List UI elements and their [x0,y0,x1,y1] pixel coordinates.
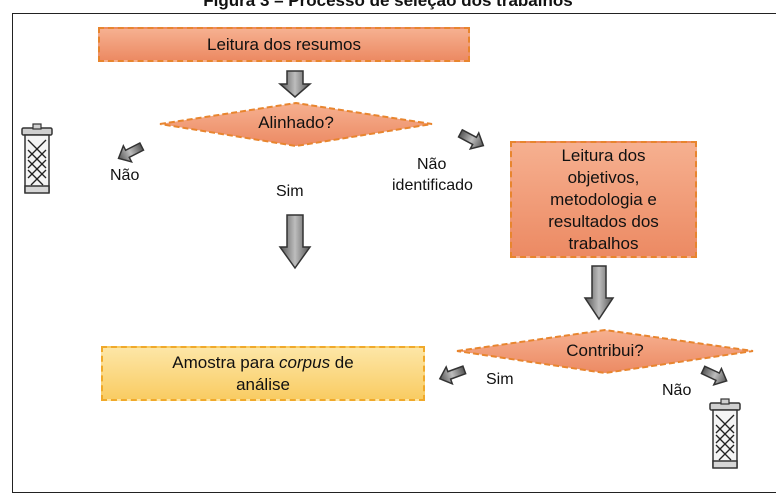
contribui-label: Contribui? [566,341,644,360]
arrow-left-nao [117,141,145,163]
trash-can-icon [709,398,741,469]
amostra-corpus-box: Amostra para corpus de análise [101,346,425,401]
leitura-objetivos-line-3: metodologia e [550,189,657,209]
trash-can-icon [21,123,53,194]
leitura-objetivos-box: Leitura dos objetivos, metodologia e res… [510,141,697,258]
amostra-line-1: Amostra para corpus de [172,352,353,374]
nao-identificado-label-1: Não [417,156,447,173]
diagram-shapes [21,70,754,469]
arrow-down-1 [277,70,313,98]
leitura-objetivos-line-5: trabalhos [568,233,639,253]
nao-bottom-label: Não [662,382,692,399]
alinhado-diamond [159,101,433,148]
arrow-right-nao-identificado [457,128,485,150]
amostra-prefix: Amostra para [172,352,280,372]
amostra-suffix: de [330,352,354,372]
sim-center-label: Sim [276,183,304,200]
leitura-resumos-label: Leitura dos resumos [206,34,362,54]
figure-title: Figura 3 – Processo de seleção dos traba… [203,0,573,10]
contribui-diamond [456,328,754,375]
arrow-right-nao [700,365,728,387]
arrow-down-sim [278,214,312,270]
leitura-objetivos-line-4: resultados dos [548,211,659,231]
nao-left-label: Não [110,167,140,184]
leitura-objetivos-line-1: Leitura dos [561,145,646,165]
alinhado-label: Alinhado? [258,113,334,132]
amostra-line-2: análise [236,374,290,394]
nao-identificado-label-2: identificado [392,177,473,194]
leitura-objetivos-line-2: objetivos, [567,167,640,187]
arrow-left-sim [438,365,467,386]
arrow-down-right [583,265,615,321]
leitura-resumos-box: Leitura dos resumos [98,27,470,62]
sim-bottom-label: Sim [486,371,514,388]
amostra-italic: corpus [279,352,331,372]
